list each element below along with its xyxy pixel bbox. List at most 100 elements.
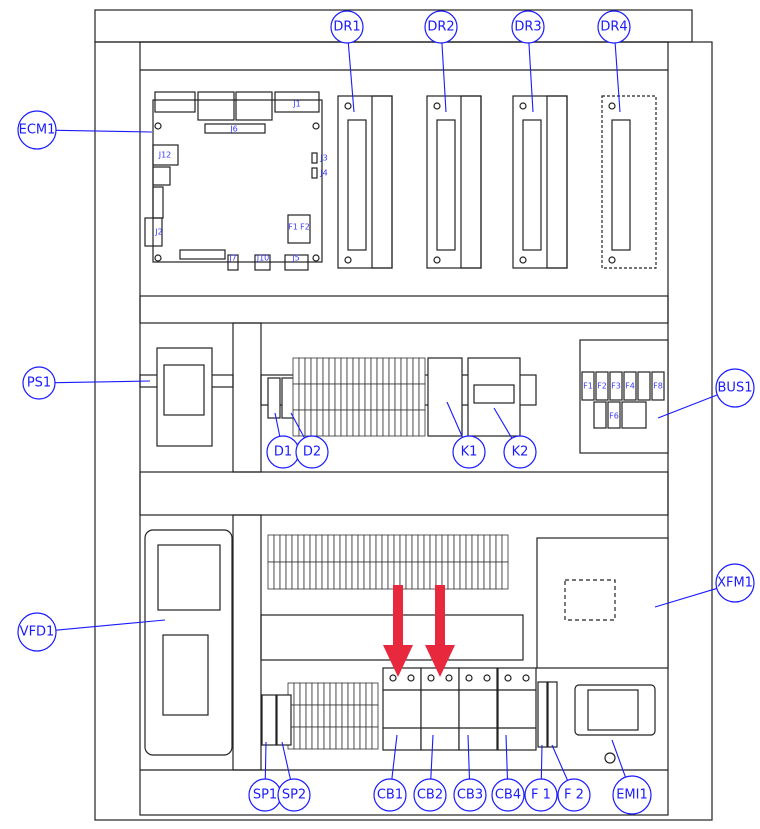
terminal: [394, 409, 402, 437]
terminal: [305, 682, 313, 706]
terminal: [359, 682, 367, 706]
terminal: [328, 357, 336, 385]
circuit-breaker-cb3: [458, 667, 498, 751]
callout-cb4: CB4: [491, 734, 525, 812]
callout-circle: [491, 778, 525, 812]
transformer: [536, 537, 669, 669]
callout-circle: [715, 368, 755, 408]
terminal: [418, 409, 426, 437]
terminal: [333, 534, 341, 563]
terminal: [339, 561, 347, 590]
leader-line: [493, 407, 513, 439]
terminal: [303, 561, 311, 590]
terminal: [418, 357, 426, 385]
terminal: [477, 534, 485, 563]
terminal: [345, 534, 353, 563]
j10-label: J10: [256, 254, 270, 263]
terminal: [353, 726, 361, 750]
terminal: [298, 357, 306, 385]
leader-line: [551, 744, 569, 781]
callout-k1: K1: [446, 401, 486, 469]
terminal: [341, 682, 349, 706]
terminal: [423, 561, 431, 590]
callout-circle: [373, 778, 407, 812]
callout-circle: [524, 778, 558, 812]
terminal: [328, 409, 336, 437]
terminal: [322, 409, 330, 437]
terminal: [406, 357, 414, 385]
terminal: [447, 561, 455, 590]
terminal: [341, 726, 349, 750]
leader-line: [657, 394, 718, 419]
callout-label: CB2: [417, 788, 443, 803]
callout-f1: F 1: [524, 744, 558, 812]
terminal: [323, 704, 331, 728]
terminal: [353, 682, 361, 706]
terminal: [370, 357, 378, 385]
terminal: [359, 704, 367, 728]
bus-f6-label: F6: [609, 412, 619, 421]
callout-label: F 1: [531, 788, 551, 803]
terminal: [309, 534, 317, 563]
terminal: [441, 561, 449, 590]
circuit-breaker-cb4: [497, 667, 537, 751]
leader-line: [611, 739, 627, 778]
terminal: [298, 409, 306, 437]
terminal: [394, 383, 402, 411]
terminal: [334, 383, 342, 411]
terminal: [375, 561, 383, 590]
drive-dr3: [512, 95, 568, 269]
drive-dr1: [337, 95, 393, 269]
terminal: [358, 383, 366, 411]
terminal: [304, 409, 312, 437]
terminal: [364, 357, 372, 385]
terminal: [352, 357, 360, 385]
callout-circle: [452, 435, 486, 469]
terminal: [447, 534, 455, 563]
callout-dr3: DR3: [511, 10, 545, 113]
terminal: [406, 409, 414, 437]
terminal: [346, 383, 354, 411]
terminal: [297, 534, 305, 563]
terminal: [299, 704, 307, 728]
callout-ecm1: ECM1: [17, 110, 153, 150]
terminal: [369, 534, 377, 563]
terminal: [311, 704, 319, 728]
terminal: [483, 534, 491, 563]
callout-label: BUS1: [718, 381, 753, 396]
terminal: [412, 383, 420, 411]
callout-f2: F 2: [551, 744, 591, 812]
callout-label: K2: [512, 445, 529, 460]
row2-components: F1 F2 F3 F4 F8 F6: [139, 339, 669, 454]
terminal: [382, 409, 390, 437]
callout-label: F 2: [564, 788, 584, 803]
terminal: [267, 534, 275, 563]
terminal: [285, 561, 293, 590]
j5-label: J5: [291, 254, 299, 263]
terminal: [471, 534, 479, 563]
terminal: [375, 534, 383, 563]
j7-label: J7: [228, 254, 236, 263]
terminal: [388, 357, 396, 385]
callout-dr2: DR2: [424, 10, 458, 113]
terminal: [335, 682, 343, 706]
callout-ps1: PS1: [22, 366, 151, 400]
terminal: [382, 357, 390, 385]
callout-circle: [557, 778, 591, 812]
leader-line: [654, 587, 717, 608]
terminal: [459, 534, 467, 563]
terminal: [400, 357, 408, 385]
terminal: [365, 704, 373, 728]
terminal: [418, 383, 426, 411]
callout-circle: [295, 435, 329, 469]
terminal: [317, 726, 325, 750]
terminal: [364, 383, 372, 411]
terminal: [304, 383, 312, 411]
callout-label: DR3: [514, 20, 541, 35]
leader-line: [391, 734, 398, 780]
terminal: [483, 561, 491, 590]
terminal: [353, 704, 361, 728]
terminal: [291, 534, 299, 563]
terminal: [293, 682, 301, 706]
